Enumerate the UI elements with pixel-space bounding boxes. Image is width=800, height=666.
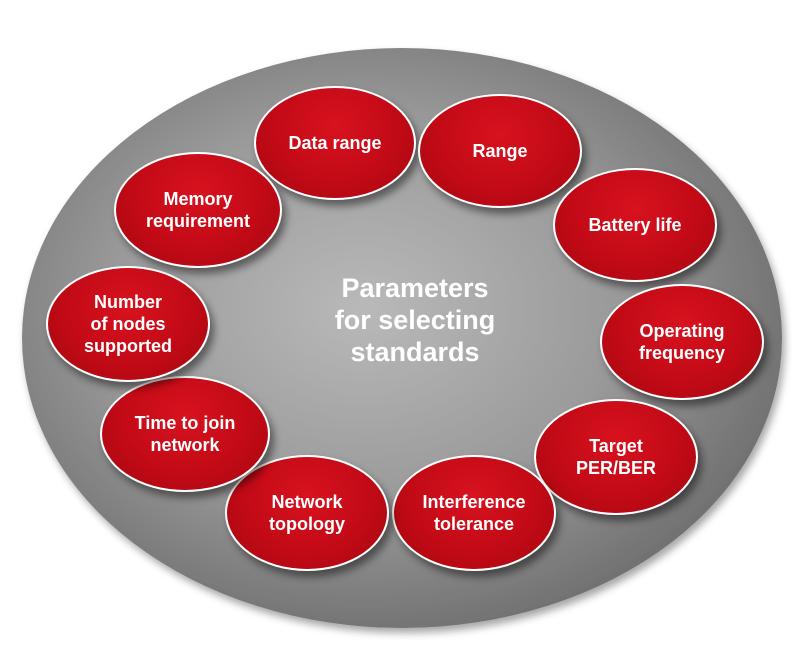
node-label: Operating frequency [638,321,726,363]
node-label: Memory requirement [145,189,251,231]
node-interference-tolerance: Interference tolerance [392,455,556,571]
node-data-range: Data range [254,86,416,200]
node-label: Target PER/BER [575,436,656,478]
node-target-per-ber: Target PER/BER [534,399,698,515]
node-label: Time to join network [134,413,236,455]
node-label: Interference tolerance [422,492,526,534]
node-label: Network topology [269,492,345,534]
center-title: Parameters for selecting standards [334,273,496,367]
node-operating-frequency: Operating frequency [600,284,764,400]
node-label: Range [472,141,528,161]
node-battery-life: Battery life [553,168,717,282]
node-time-to-join-network: Time to join network [100,376,270,492]
node-network-topology: Network topology [225,455,389,571]
node-range: Range [418,94,582,208]
node-label: Data range [288,133,382,153]
node-label: Number of nodes supported [84,292,172,356]
node-memory-requirement: Memory requirement [114,152,282,268]
node-number-of-nodes-supported: Number of nodes supported [46,266,210,382]
node-label: Battery life [588,215,682,235]
